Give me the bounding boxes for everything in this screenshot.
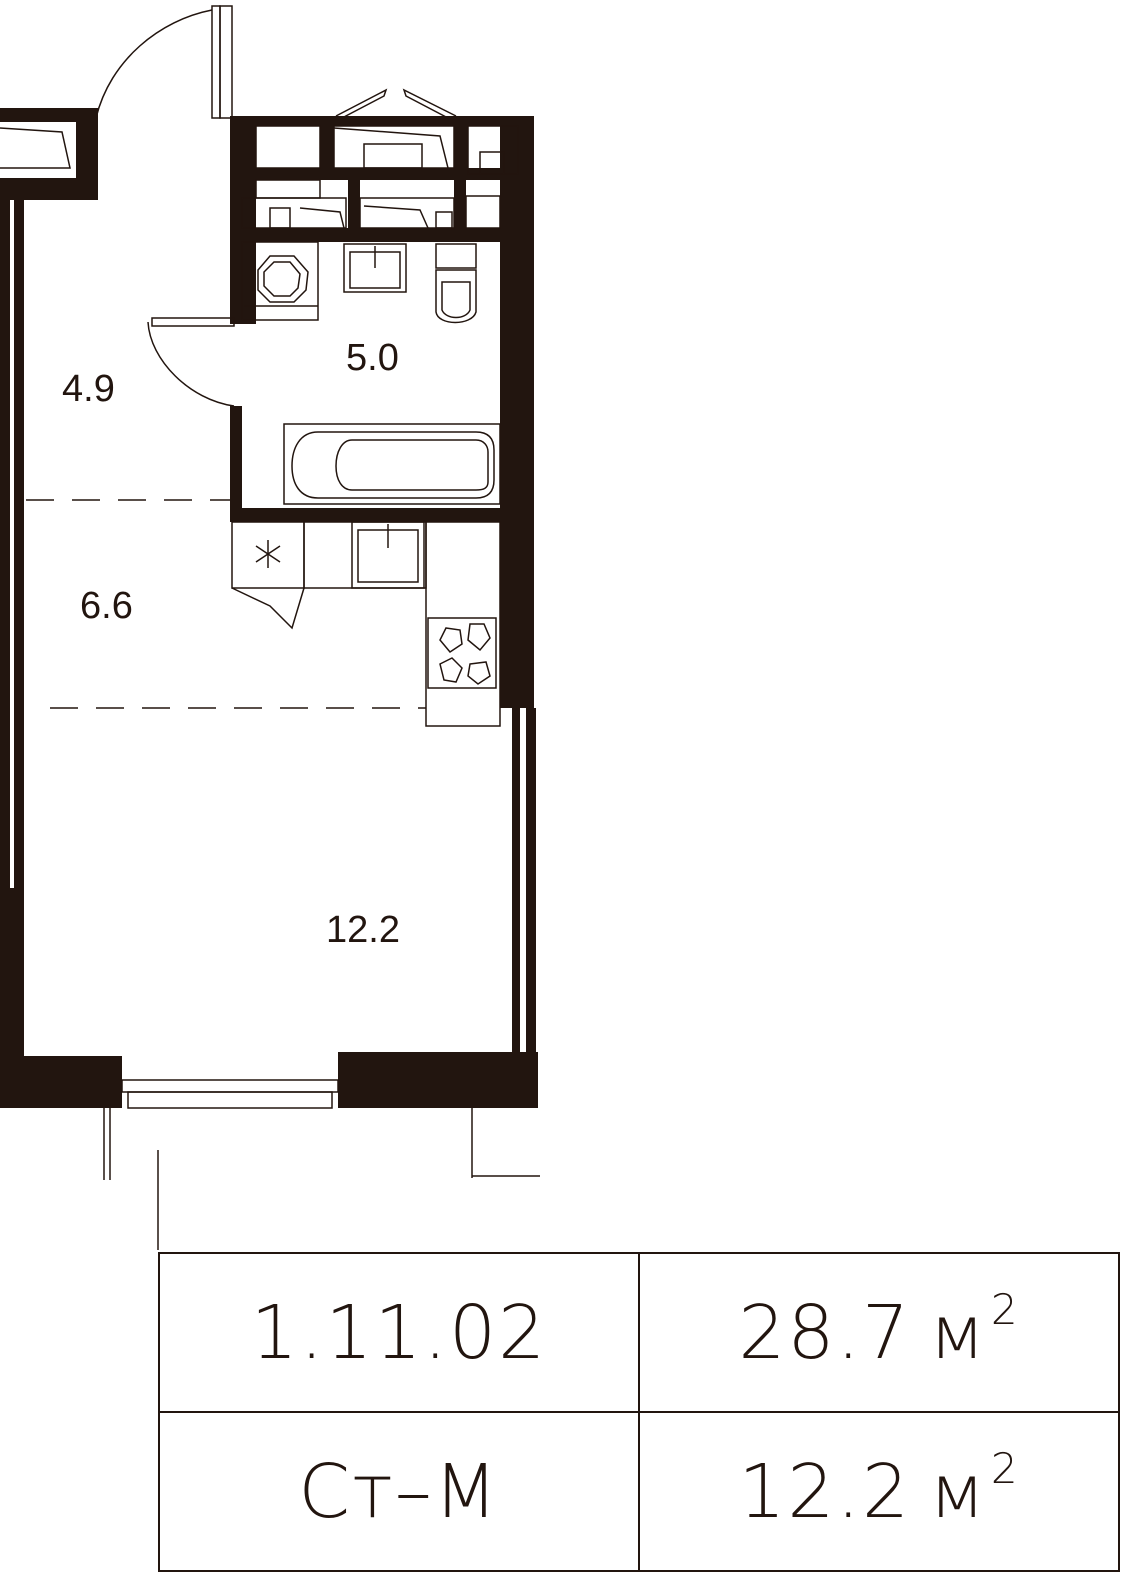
area-unit: м — [929, 1448, 987, 1535]
wall-shaft-bottom — [230, 228, 534, 242]
entrance-door-frame — [219, 5, 233, 119]
shaft-cell — [465, 195, 501, 229]
washing-machine-drum — [257, 255, 309, 303]
apartment-type: Ст–М — [158, 1411, 640, 1572]
wall-shaft-div2 — [454, 116, 468, 180]
toilet-seat — [441, 281, 471, 319]
wall-window-niche — [0, 127, 71, 169]
room-area-kitchen: 6.6 — [80, 585, 133, 627]
wall-bottom-left — [0, 1056, 122, 1108]
bathtub-basin — [335, 439, 489, 491]
washing-machine — [241, 241, 319, 321]
wall-top-left-return — [76, 108, 98, 200]
shaft-cell — [255, 179, 321, 199]
shaft-cell — [359, 197, 455, 229]
wall-shaft-top — [230, 116, 534, 126]
room-area-living: 12.2 — [326, 909, 400, 951]
area-unit-power: 2 — [990, 1443, 1020, 1493]
room-area-hall: 4.9 — [62, 368, 115, 410]
bathroom-sink — [343, 243, 407, 293]
wall-shaft-div3 — [348, 180, 360, 230]
shaft-box — [435, 211, 453, 229]
wall-right-upper — [500, 118, 534, 708]
area-unit-power: 2 — [990, 1284, 1020, 1334]
wall-shaft-div4 — [454, 180, 466, 230]
area-unit: м — [929, 1289, 987, 1376]
shaft-cell — [255, 125, 321, 169]
bathtub — [283, 423, 501, 505]
vent-symbol — [255, 540, 281, 568]
wall-bath-bottom — [230, 508, 512, 522]
stove-burner — [467, 661, 491, 685]
shaft-line — [363, 205, 429, 229]
entrance-door-swing — [95, 9, 213, 119]
shaft-cell — [241, 197, 347, 229]
shaft-box — [363, 143, 423, 169]
shaft-line — [333, 127, 449, 169]
toilet-tank — [435, 243, 477, 269]
wall-right-inner — [512, 708, 520, 1058]
wall-top-left — [0, 108, 98, 122]
wall-bath-left — [230, 406, 242, 512]
entrance-door-leaf — [211, 5, 221, 119]
stove-burner — [439, 627, 463, 653]
shaft-door-right — [402, 88, 457, 119]
kitchen-door-swing — [231, 587, 305, 630]
bathroom-door-swing — [147, 321, 235, 407]
kitchen-stove — [427, 617, 497, 689]
kitchen-counter-top — [303, 521, 427, 589]
washing-machine-drum-inner — [263, 261, 301, 297]
zone-dividers — [26, 499, 426, 709]
shaft-box — [479, 151, 505, 175]
bathtub-inner — [291, 431, 495, 499]
wall-bath-left-top — [230, 240, 242, 324]
balcony-window-sill — [127, 1091, 333, 1109]
shaft-line — [299, 207, 345, 229]
kitchen-sink-unit — [351, 521, 425, 589]
wall-left-inner — [14, 200, 24, 888]
wall-right-outer — [526, 708, 536, 1058]
wall-left-outer — [0, 178, 10, 888]
wall-left-lower — [0, 888, 24, 1080]
shaft-box — [269, 207, 291, 229]
kitchen-counter-side — [425, 521, 501, 727]
walls — [0, 108, 538, 1108]
balcony-window — [121, 1079, 339, 1093]
bathroom-door-leaf — [151, 317, 235, 327]
fixtures — [0, 5, 540, 1250]
toilet-bowl — [435, 269, 477, 324]
stove-burner — [467, 623, 491, 652]
wall-bottom-right — [338, 1052, 538, 1108]
shaft-door-left — [335, 88, 388, 119]
stove-burner — [439, 657, 463, 683]
apartment-number: 1.11.02 — [158, 1252, 640, 1413]
room-area-bathroom: 5.0 — [346, 337, 399, 379]
wall-left-corner — [0, 178, 98, 200]
wall-shaft-div1 — [320, 116, 334, 180]
floor-plan: 4.9 5.0 6.6 12.2 — [0, 5, 540, 1250]
